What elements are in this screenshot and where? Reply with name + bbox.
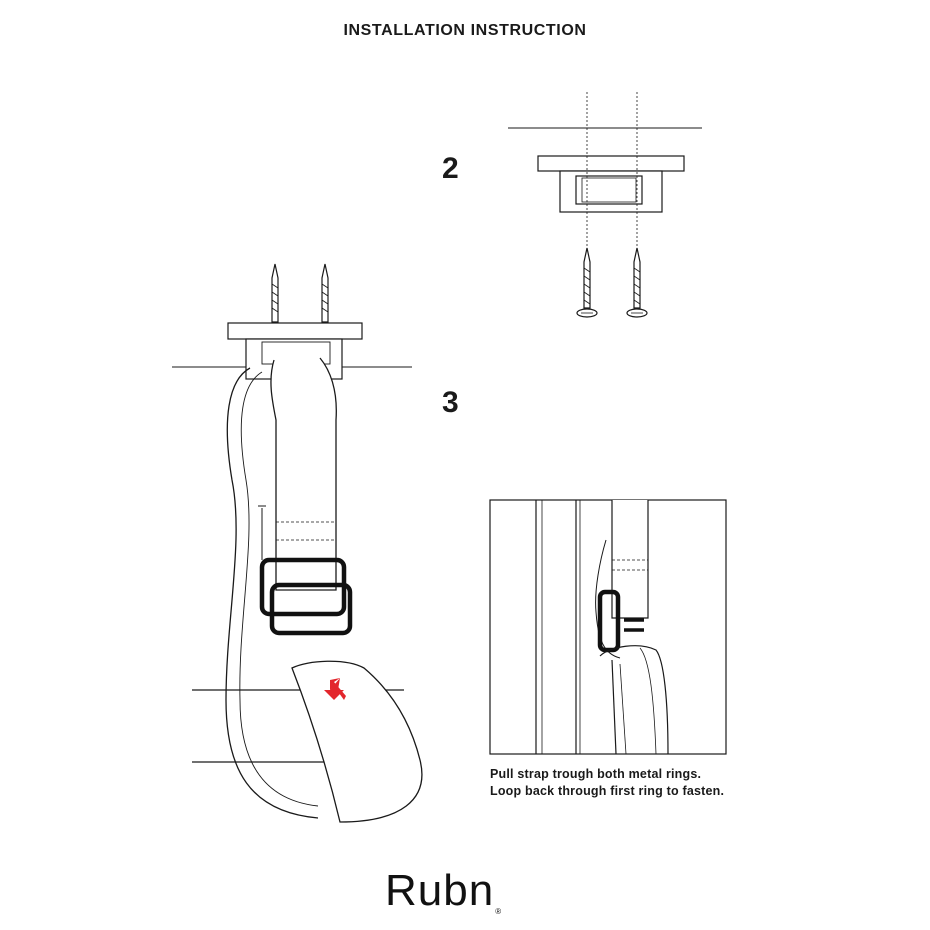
step-number-3: 3 [442,386,459,419]
step3-detail-diagram [489,499,727,755]
screw-icon [576,247,598,318]
arrow-up-icon [324,678,346,700]
caption-line-1: Pull strap trough both metal rings. [490,767,702,781]
brand-name: Rubn [385,866,495,915]
instruction-caption: Pull strap trough both metal rings. Loop… [490,766,724,800]
screw-icon [626,247,648,318]
registered-mark: ® [495,907,503,916]
page-title: INSTALLATION INSTRUCTION [343,22,587,39]
metal-rings [259,557,353,636]
screw-icon [315,263,335,333]
step3-strap-diagram [172,263,423,823]
caption-line-2: Loop back through first ring to fasten. [490,784,725,798]
screw-icon [265,263,285,333]
step-number-2: 2 [442,152,459,185]
brand-logo: Rubn® [385,866,502,916]
step2-bracket-diagram [508,92,702,318]
